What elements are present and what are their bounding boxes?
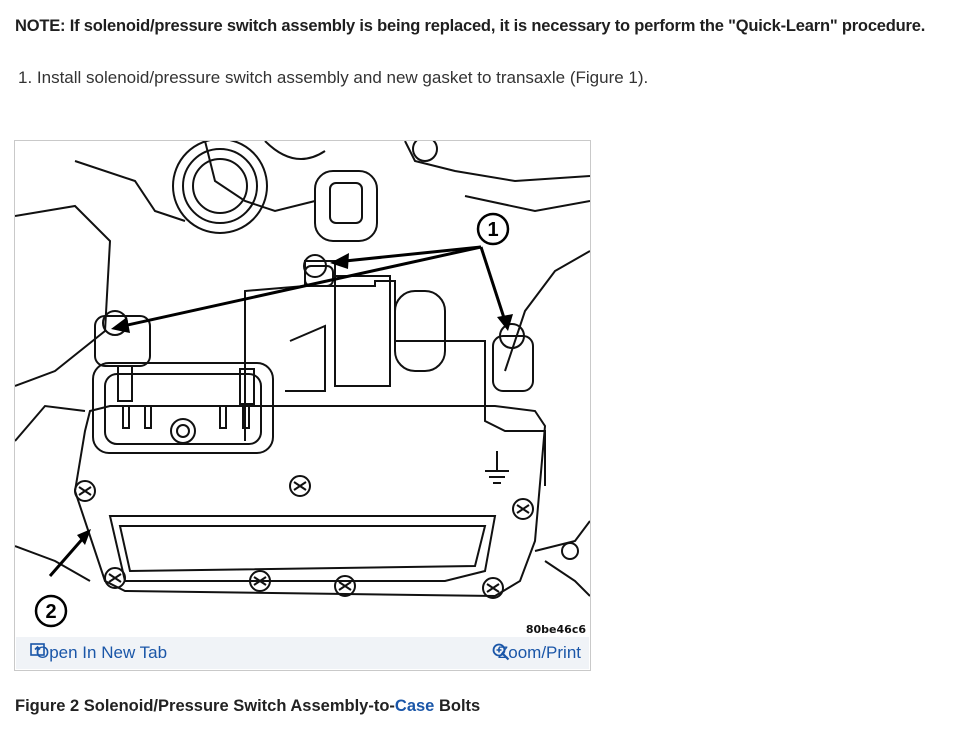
solenoid-diagram[interactable]: 1 2 — [15, 141, 590, 638]
caption-suffix: Bolts — [434, 697, 481, 715]
caption-case-link[interactable]: Case — [394, 697, 435, 715]
zoom-print-link[interactable]: Zoom/Print — [492, 643, 581, 663]
callout-1-label: 1 — [487, 219, 498, 241]
callout-2-label: 2 — [45, 601, 56, 623]
step-1-text: 1. Install solenoid/pressure switch asse… — [18, 68, 649, 87]
figure-toolbar: Open In New Tab Zoom/Print — [16, 637, 589, 669]
figure-caption: Figure 2 Solenoid/Pressure Switch Assemb… — [15, 697, 480, 716]
zoom-print-label: Zoom/Print — [497, 643, 581, 662]
open-in-new-tab-link[interactable]: Open In New Tab — [30, 643, 167, 663]
figure-code: 80be46c6 — [525, 623, 586, 636]
caption-prefix: Figure 2 Solenoid/Pressure Switch Assemb… — [15, 697, 395, 715]
note-text: NOTE: If solenoid/pressure switch assemb… — [15, 17, 926, 35]
figure-container: 1 2 80be46c6 Open In New Tab Zoom/P — [14, 140, 591, 671]
open-in-new-tab-label: Open In New Tab — [36, 643, 168, 662]
